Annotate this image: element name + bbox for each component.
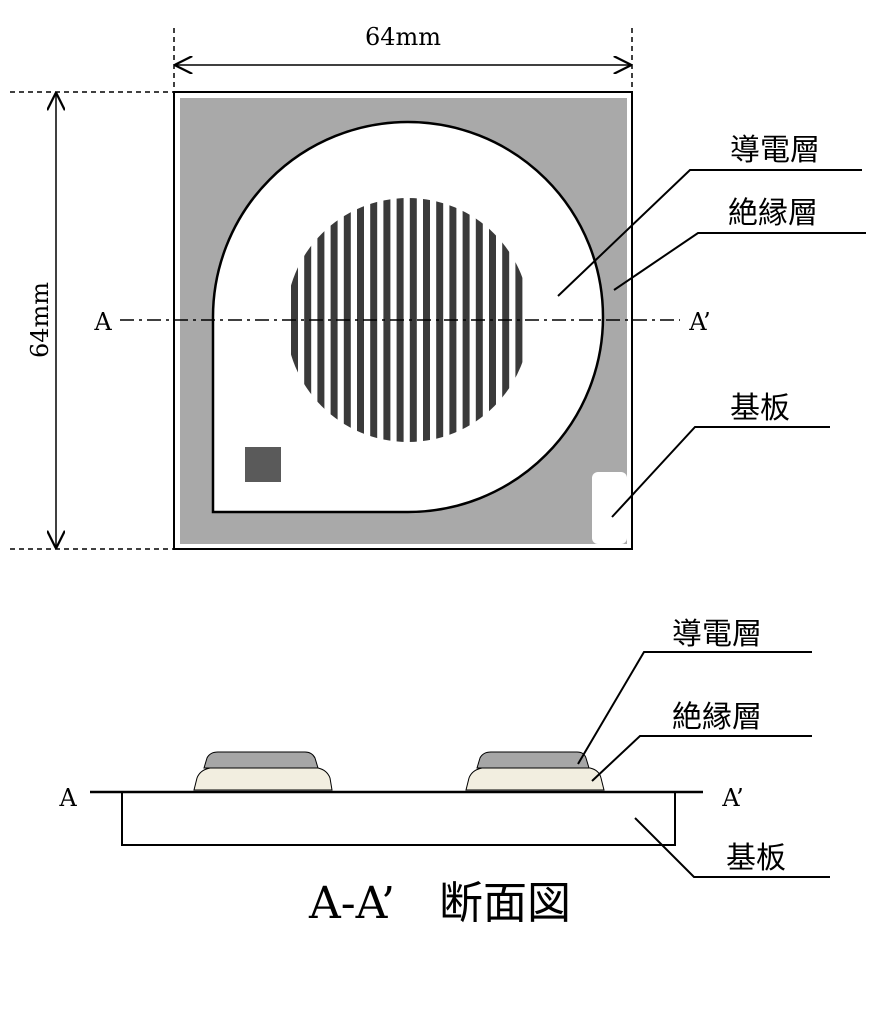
electrode-line: [304, 198, 312, 442]
height-dimension-label: 64mm: [26, 282, 54, 358]
insulating-layer-left: [193, 767, 333, 791]
width-dimension-label: 64mm: [365, 23, 441, 51]
conductive-layer-label: 導電層: [730, 133, 820, 168]
electrode-line: [383, 198, 391, 442]
section-view-start-label: A: [58, 784, 77, 812]
insulating-layer-label: 絶縁層: [728, 196, 818, 231]
section-start-label: A: [93, 308, 112, 336]
conductive-layer-leader: [557, 169, 862, 297]
section-end-label: A’: [688, 308, 710, 336]
electrode-line: [462, 198, 470, 442]
substrate-leader: [611, 426, 830, 518]
section-view-end-label: A’: [721, 784, 743, 812]
insulating-layer-right: [465, 767, 605, 791]
conductive-layer-area: [211, 120, 605, 514]
section-conductive-leader: [577, 651, 812, 765]
section-insulating-leader: [591, 735, 812, 782]
contact-pad: [245, 447, 281, 482]
substrate-corner-exposed: [592, 472, 627, 544]
insulating-layer-leader: [613, 232, 866, 291]
section-conductive-label: 導電層: [672, 617, 762, 652]
section-insulating-label: 絶縁層: [672, 700, 762, 735]
section-substrate: [121, 791, 676, 846]
electrode-line: [436, 198, 444, 442]
conductive-layer-left: [203, 751, 319, 769]
section-title: A-A’ 断面図: [308, 878, 571, 929]
electrode-line: [330, 198, 338, 442]
electrode-line: [409, 198, 417, 442]
substrate-label: 基板: [730, 391, 790, 426]
section-substrate-label: 基板: [726, 841, 786, 876]
plan-view: 64mm 64mm A A’ 導電層 絶縁層 基板: [10, 23, 866, 550]
section-substrate-leader: [634, 817, 830, 878]
conductive-layer-right: [476, 751, 590, 769]
electrode-line: [357, 198, 364, 442]
section-view: A A’ 導電層 絶縁層 基板 A-A’ 断面図: [58, 617, 830, 929]
